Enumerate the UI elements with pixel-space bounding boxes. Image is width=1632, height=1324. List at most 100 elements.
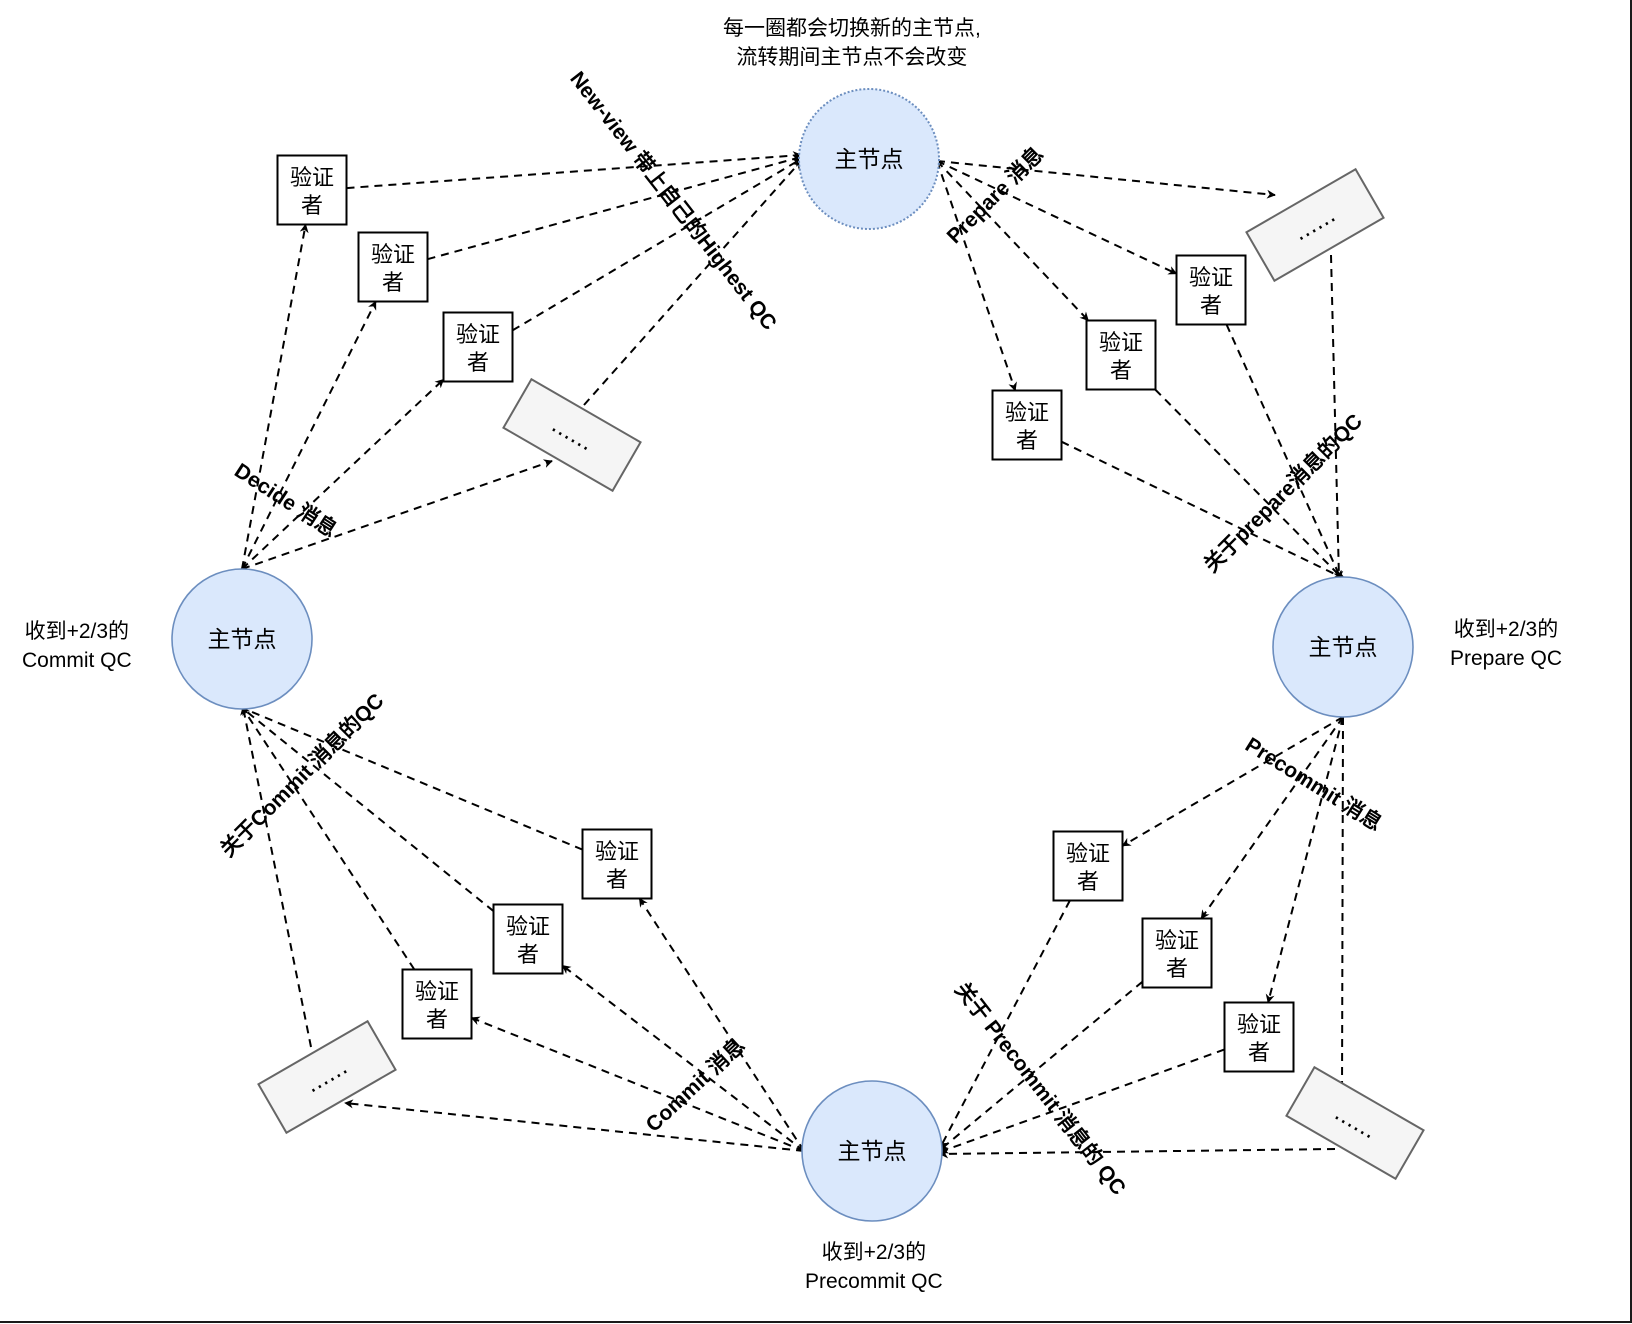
note-left-line1: 收到+2/3的: [24, 620, 130, 643]
validator-node[interactable]: 验证者: [1085, 319, 1157, 391]
commit-edge: [344, 1099, 805, 1152]
prepare-edge: [936, 160, 1276, 199]
validator-node[interactable]: 验证者: [581, 828, 653, 900]
leader-node-bottom[interactable]: 主节点: [801, 1080, 943, 1222]
precommit-qc-edge: [939, 980, 1144, 1151]
leader-node-top[interactable]: 主节点: [798, 88, 940, 230]
precommit-qc-edge: [939, 900, 1071, 1149]
commit-edge: [561, 964, 805, 1152]
edges-layer: [239, 151, 1347, 1159]
prepare-qc-edge: [1154, 388, 1344, 580]
validator-box: [357, 231, 429, 303]
edge-label-prepare: Prepare 消息: [942, 142, 1048, 248]
nodes-layer: 主节点主节点主节点主节点验证者验证者验证者…………验证者验证者验证者验证者验证者…: [171, 88, 1425, 1222]
leader-circle: [798, 88, 940, 230]
validator-node[interactable]: 验证者: [442, 311, 514, 383]
validator-label-line1: 验证: [371, 243, 415, 268]
title-note: 每一圈都会切换新的主节点, 流转期间主节点不会改变: [723, 14, 981, 72]
more-validators-node[interactable]: ……: [502, 377, 642, 493]
validator-label-line1: 验证: [1005, 401, 1049, 426]
validator-node[interactable]: 验证者: [492, 903, 564, 975]
more-validators-node[interactable]: ……: [257, 1019, 397, 1135]
note-right-prepare-qc: 收到+2/3的 Prepare QC: [1450, 615, 1562, 673]
validator-box: [1052, 830, 1124, 902]
validator-label-line1: 验证: [1237, 1013, 1281, 1038]
validator-node[interactable]: 验证者: [1052, 830, 1124, 902]
leader-label: 主节点: [208, 627, 277, 653]
validator-node[interactable]: 验证者: [1175, 254, 1247, 326]
validator-node[interactable]: 验证者: [991, 389, 1063, 461]
validator-label-line1: 验证: [1066, 842, 1110, 867]
leader-node-right[interactable]: 主节点: [1272, 576, 1414, 718]
leader-label: 主节点: [1309, 635, 1378, 661]
ellipsis-box: [1245, 167, 1385, 283]
precommit-edge: [1265, 716, 1344, 1004]
decide-edge: [241, 378, 445, 570]
validator-box: [1141, 917, 1213, 989]
note-bottom-line1: 收到+2/3的: [821, 1241, 927, 1264]
validator-node[interactable]: 验证者: [1141, 917, 1213, 989]
validator-label-line1: 验证: [290, 166, 334, 191]
title-note-line2: 流转期间主节点不会改变: [736, 46, 968, 69]
note-right-line2: Prepare QC: [1450, 647, 1563, 670]
validator-node[interactable]: 验证者: [276, 154, 348, 226]
validator-label-line2: 者: [1166, 957, 1188, 982]
leader-node-left[interactable]: 主节点: [171, 568, 313, 710]
validator-node[interactable]: 验证者: [1223, 1001, 1295, 1073]
more-validators-node[interactable]: ……: [1245, 167, 1385, 283]
leader-circle: [801, 1080, 943, 1222]
validator-label-line1: 验证: [1099, 331, 1143, 356]
ellipsis-box: [257, 1019, 397, 1135]
validator-label-line1: 验证: [1155, 929, 1199, 954]
leader-circle: [1272, 576, 1414, 718]
edge-label-commit: Commit 消息: [641, 1033, 750, 1136]
decide-edge: [241, 223, 309, 570]
validator-box: [492, 903, 564, 975]
note-bottom-precommit-qc: 收到+2/3的 Precommit QC: [805, 1238, 943, 1296]
decide-edge: [241, 300, 377, 570]
validator-label-line2: 者: [301, 194, 323, 219]
note-right-line1: 收到+2/3的: [1453, 618, 1559, 641]
leader-label: 主节点: [835, 147, 904, 173]
commit-qc-edge: [240, 706, 312, 1048]
more-validators-node[interactable]: ……: [1285, 1065, 1425, 1181]
validator-box: [1223, 1001, 1295, 1073]
validator-label-line2: 者: [426, 1008, 448, 1033]
precommit-qc-edge: [939, 1148, 1336, 1159]
validator-label-line1: 验证: [506, 915, 550, 940]
new-view-edge: [427, 154, 802, 261]
note-left-line2: Commit QC: [22, 649, 132, 672]
validator-node[interactable]: 验证者: [357, 231, 429, 303]
validator-box: [991, 389, 1063, 461]
commit-qc-edge: [241, 706, 416, 971]
decide-edge: [241, 459, 553, 570]
new-view-edge: [583, 160, 802, 406]
validator-node[interactable]: 验证者: [401, 968, 473, 1040]
title-note-line1: 每一圈都会切换新的主节点,: [723, 17, 981, 40]
validator-label-line2: 者: [1248, 1041, 1270, 1066]
edge-label-decide: Decide 消息: [230, 458, 341, 542]
validator-box: [1085, 319, 1157, 391]
validator-label-line2: 者: [517, 943, 539, 968]
edge-label-precommit: Precommit 消息: [1241, 732, 1386, 835]
validator-label-line2: 者: [606, 868, 628, 893]
edge-label-precommit-qc: 关于 Precommit 消息的 QC: [950, 978, 1131, 1200]
validator-label-line2: 者: [1077, 870, 1099, 895]
validator-label-line2: 者: [467, 351, 489, 376]
edge-label-new-view: New-view 带上自己的Highest QC: [565, 67, 781, 335]
edge-label-prepare-qc: 关于prepare消息的QC: [1199, 409, 1367, 577]
validator-label-line1: 验证: [595, 840, 639, 865]
validator-label-line1: 验证: [456, 323, 500, 348]
ellipsis-box: [502, 377, 642, 493]
edge-label-commit-qc: 关于Commit 消息的QC: [216, 689, 389, 862]
prepare-edge: [936, 160, 1178, 275]
validator-box: [1175, 254, 1247, 326]
validator-box: [442, 311, 514, 383]
commit-qc-edge: [239, 705, 583, 851]
leader-circle: [171, 568, 313, 710]
new-view-edge: [346, 151, 802, 190]
precommit-edge: [1121, 716, 1344, 847]
prepare-qc-edge: [1061, 440, 1346, 580]
validator-label-line2: 者: [1200, 294, 1222, 319]
